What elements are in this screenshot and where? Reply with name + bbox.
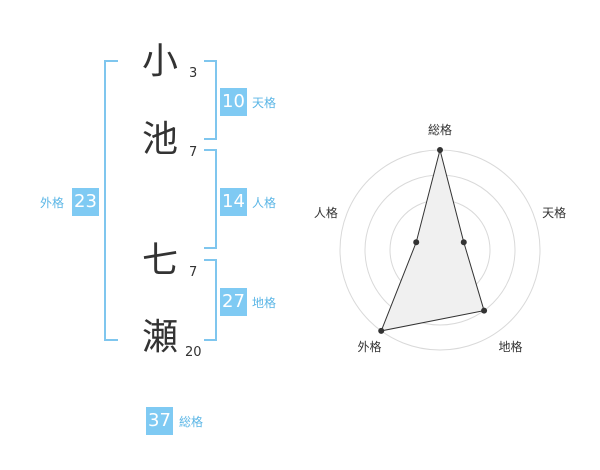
chikaku-bracket (204, 259, 217, 341)
chikaku-label: 地格 (252, 296, 277, 310)
jinkaku-value-badge: 14 (220, 188, 247, 216)
radar-axis-label: 人格 (314, 205, 338, 220)
jinkaku-bracket (204, 149, 217, 249)
radar-point (460, 239, 467, 246)
stroke-count-1: 3 (189, 66, 198, 81)
jinkaku-label: 人格 (252, 196, 277, 210)
gaikaku-label: 外格 (40, 196, 65, 210)
radar-axis-label: 総格 (428, 122, 452, 137)
radar-axis-label: 天格 (542, 205, 566, 220)
name-char-4: 瀬 (141, 317, 178, 358)
gaikaku-value-badge: 23 (72, 188, 99, 216)
stroke-count-4: 20 (185, 345, 202, 360)
name-char-3: 七 (141, 240, 178, 281)
soukaku-label: 総格 (179, 415, 204, 429)
name-char-1: 小 (141, 41, 178, 82)
stroke-count-2: 7 (189, 145, 198, 160)
tenkaku-bracket (204, 60, 217, 140)
radar-axis-label: 外格 (357, 339, 381, 354)
tenkaku-label: 天格 (252, 96, 277, 110)
name-char-2: 池 (141, 119, 178, 160)
radar-point (378, 327, 385, 334)
radar-area (380, 149, 485, 332)
chikaku-value-badge: 27 (220, 288, 247, 316)
radar-points (378, 147, 488, 334)
stroke-count-3: 7 (189, 265, 198, 280)
radar-axis-label: 地格 (499, 339, 523, 354)
radar-point (481, 307, 488, 314)
tenkaku-value-badge: 10 (220, 88, 247, 116)
gaikaku-bracket (104, 60, 118, 341)
soukaku-value-badge: 37 (146, 407, 173, 435)
radar-point (437, 147, 443, 153)
radar-point (413, 239, 420, 246)
